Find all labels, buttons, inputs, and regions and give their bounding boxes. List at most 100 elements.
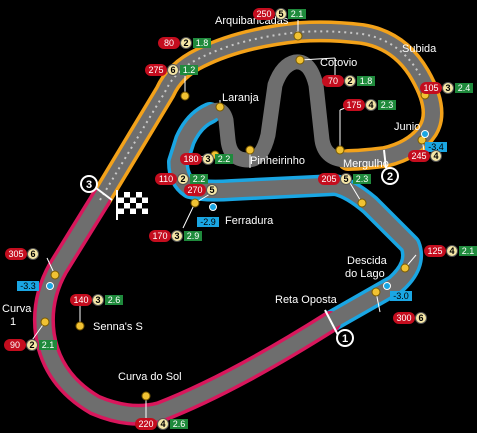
- speed-value: 270: [187, 185, 202, 195]
- gforce-badge: [193, 38, 211, 48]
- timing-marker-1: 1: [324, 309, 354, 347]
- gear-value: 4: [160, 419, 165, 429]
- gear-value: 3: [174, 231, 179, 241]
- speed-value: 80: [164, 38, 174, 48]
- label-curva-do-sol: Curva do Sol: [118, 371, 182, 383]
- corner-badge: 80 2 1.8: [158, 37, 211, 49]
- speed-value: 90: [10, 340, 20, 350]
- gear-icon: [446, 245, 458, 257]
- gear-value: 5: [343, 174, 348, 184]
- gear-value: 6: [418, 313, 423, 323]
- start-finish-flag: [116, 190, 148, 220]
- gforce-badge: [455, 83, 473, 93]
- gear-icon: [442, 82, 454, 94]
- gear-value: 2: [347, 76, 352, 86]
- speed-badge: [5, 248, 27, 260]
- gear-icon: [365, 99, 377, 111]
- speed-badge: [155, 173, 177, 185]
- speed-badge: [253, 8, 275, 20]
- gforce-value: 1.8: [196, 38, 209, 48]
- corner-badge: 70 2 1.8: [322, 75, 375, 87]
- gear-value: 5: [278, 9, 283, 19]
- speed-badge: [4, 339, 26, 351]
- speed-value: 125: [427, 246, 442, 256]
- corner-badge: 305 6: [5, 248, 39, 260]
- gear-value: 3: [445, 83, 450, 93]
- gear-value: 3: [205, 154, 210, 164]
- speed-badge: [145, 64, 167, 76]
- speed-badge: [424, 245, 446, 257]
- gear-value: 4: [368, 100, 373, 110]
- gforce-value: 2.3: [356, 174, 369, 184]
- speed-value: 245: [411, 151, 426, 161]
- delta-curva1: -3.3: [17, 281, 39, 291]
- gforce-badge: [39, 340, 57, 350]
- speed-value: 180: [183, 154, 198, 164]
- speed-value: 305: [8, 249, 23, 259]
- speed-badge: [184, 184, 206, 196]
- gforce-badge: [105, 295, 123, 305]
- gear-value: 6: [30, 249, 35, 259]
- gear-value: 4: [433, 151, 438, 161]
- speed-badge: [149, 230, 171, 242]
- gforce-badge: [184, 231, 202, 241]
- speed-value: 170: [152, 231, 167, 241]
- gforce-value: 2.3: [381, 100, 394, 110]
- speed-value: 70: [328, 76, 338, 86]
- gear-icon: [180, 37, 192, 49]
- gear-icon: [206, 184, 218, 196]
- corner-badge: 205 5 2.3: [318, 173, 371, 185]
- label-curva1-b: 1: [10, 316, 16, 328]
- gear-icon: [157, 418, 169, 430]
- corner-badge: 245 4: [408, 150, 442, 162]
- label-descida-2: do Lago: [345, 268, 385, 280]
- gforce-value: 2.1: [291, 9, 304, 19]
- gforce-badge: [357, 76, 375, 86]
- gear-icon: [92, 294, 104, 306]
- speed-value: 220: [138, 419, 153, 429]
- gforce-value: 1.8: [360, 76, 373, 86]
- gear-icon: [177, 173, 189, 185]
- speed-value: 205: [321, 174, 336, 184]
- speed-trap-dots: [46, 130, 429, 290]
- speed-badge: [322, 75, 344, 87]
- gear-value: 2: [180, 174, 185, 184]
- gforce-badge: [180, 65, 198, 75]
- gforce-badge: [215, 154, 233, 164]
- delta-ferradura: -2.9: [197, 217, 219, 227]
- speed-badge: [180, 153, 202, 165]
- svg-text:-3.4: -3.4: [428, 142, 444, 152]
- delta-reta-oposta: -3.0: [390, 291, 412, 301]
- gear-icon: [202, 153, 214, 165]
- gforce-value: 2.2: [193, 174, 206, 184]
- gforce-badge: [288, 9, 306, 19]
- gear-value: 6: [170, 65, 175, 75]
- speed-value: 140: [73, 295, 88, 305]
- gear-icon: [27, 248, 39, 260]
- speed-badge: [158, 37, 180, 49]
- gear-value: 2: [183, 38, 188, 48]
- delta-junio: -3.4: [425, 142, 447, 152]
- gear-value: 3: [95, 295, 100, 305]
- timing-1-label: 1: [342, 333, 348, 345]
- timing-2-label: 2: [387, 171, 393, 183]
- gforce-badge: [378, 100, 396, 110]
- label-junio: Junio: [394, 121, 420, 133]
- speed-value: 110: [159, 174, 173, 184]
- speed-value: 300: [396, 313, 411, 323]
- speed-badge: [343, 99, 365, 111]
- speed-value: 105: [423, 83, 438, 93]
- label-sennas: Senna's S: [93, 321, 143, 333]
